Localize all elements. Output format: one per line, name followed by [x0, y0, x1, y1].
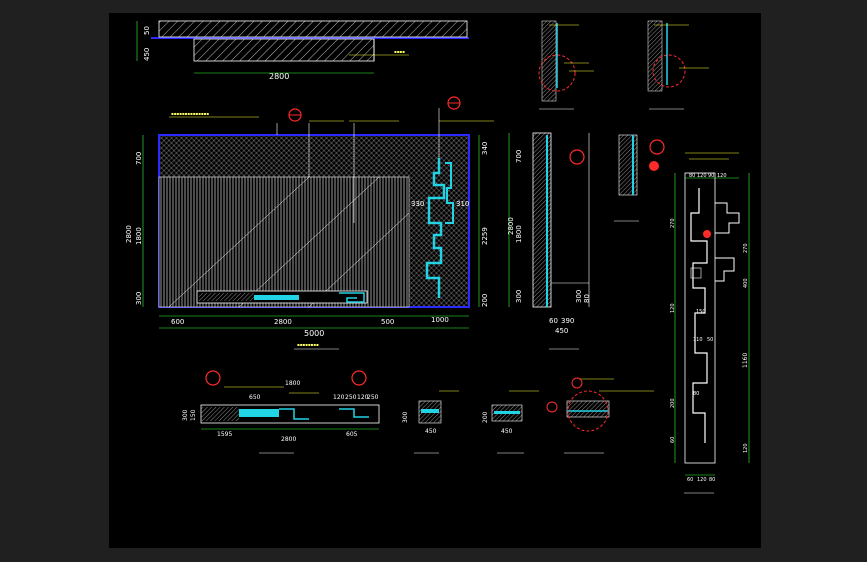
- cad-drawing: ▪▪▪▪ 2800 50 450: [125, 20, 750, 494]
- small-details: 450 300 450 200: [402, 377, 654, 454]
- top-plan-dim-450: 450: [143, 48, 151, 61]
- plan-top-dim-6: 250: [367, 394, 379, 401]
- tall-bottom-3: 80: [709, 477, 715, 483]
- top-plan-dim-50: 50: [143, 26, 151, 35]
- elev-bottom-total: 5000: [304, 329, 324, 338]
- plan-bottom-dim-3: 605: [346, 431, 358, 438]
- section-left-total: 2800: [507, 217, 515, 235]
- tall-bottom-2: 120: [697, 477, 707, 483]
- elev-left-total: 2800: [125, 225, 133, 243]
- svg-text:▪▪▪▪: ▪▪▪▪: [394, 49, 405, 54]
- side-section: 700 1800 300 2800 300 80 60 390 450: [507, 132, 591, 350]
- elev-dim-310: 310: [456, 200, 469, 208]
- elev-left-dim-3: 300: [135, 292, 143, 305]
- plan-top-dim-3: 120: [333, 394, 345, 401]
- section-bottom-total: 450: [555, 327, 568, 335]
- elev-bottom-dim-3: 500: [381, 318, 394, 326]
- tall-right-1: 270: [743, 243, 749, 253]
- plan-top-dim-5: 120: [357, 394, 369, 401]
- tall-top-dim-2: 120: [697, 173, 707, 179]
- elev-right-dim-2: 2259: [481, 227, 489, 245]
- plan-left-dim-2: 150: [190, 409, 197, 421]
- detail-1-dim: 450: [425, 428, 437, 435]
- tall-mid-3: 50: [707, 337, 713, 343]
- tall-left-1: 270: [670, 218, 676, 228]
- detail-1-left: 300: [402, 411, 409, 423]
- bottom-plan: 1595 2800 605 1800 650 120 250 120 250 3…: [182, 370, 380, 454]
- elev-left-dim-2: 1800: [135, 227, 143, 245]
- plan-top-dim-2: 650: [249, 394, 261, 401]
- tall-bottom-1: 60: [687, 477, 693, 483]
- top-plan-width: 2800: [269, 72, 289, 81]
- top-plan-view: ▪▪▪▪ 2800 50 450: [136, 20, 469, 81]
- plan-top-dim-1: 1800: [285, 380, 300, 387]
- section-right-dim-2: 80: [583, 294, 591, 303]
- tall-top-dim-1: 80: [689, 173, 695, 179]
- plan-bottom-dim-1: 1595: [217, 431, 232, 438]
- tall-detail: 80 120 90 120 270 120 200 60 1160 270 40…: [649, 152, 750, 494]
- tall-right-2: 400: [743, 278, 749, 288]
- svg-text:▪▪▪▪▪▪▪▪: ▪▪▪▪▪▪▪▪: [297, 342, 319, 347]
- plan-bottom-dim-2: 2800: [281, 436, 296, 443]
- elev-right-dim-1: 340: [481, 142, 489, 155]
- svg-text:▪▪▪▪▪▪▪▪▪▪▪▪▪▪: ▪▪▪▪▪▪▪▪▪▪▪▪▪▪: [171, 111, 209, 116]
- tall-right-total: 1160: [742, 353, 749, 368]
- section-bottom-b: 390: [561, 317, 574, 325]
- plan-top-dim-4: 250: [345, 394, 357, 401]
- main-elevation: ▪▪▪▪▪▪▪▪▪▪▪▪▪▪ 700 1800 300 2800 340 225…: [125, 96, 494, 350]
- elev-dim-330: 330: [411, 200, 424, 208]
- drawing-sheet: ▪▪▪▪ 2800 50 450: [109, 13, 761, 548]
- elev-right-dim-3: 200: [481, 294, 489, 307]
- tall-mid-1: 150: [696, 309, 706, 315]
- tall-left-2: 120: [670, 303, 676, 313]
- elev-bottom-dim-2: 2800: [274, 318, 292, 326]
- tall-top-dim-4: 120: [717, 173, 727, 179]
- section-left-dim-2: 1800: [515, 225, 523, 243]
- tall-left-4: 60: [670, 437, 676, 443]
- tall-left-3: 200: [670, 398, 676, 408]
- elev-bottom-dim-1: 600: [171, 318, 184, 326]
- tall-top-dim-3: 90: [708, 173, 714, 179]
- detail-2-left: 200: [482, 411, 489, 423]
- detail-2-dim: 450: [501, 428, 513, 435]
- elev-left-dim-1: 700: [135, 152, 143, 165]
- section-right-dim-1: 300: [575, 290, 583, 303]
- tall-right-3: 120: [743, 443, 749, 453]
- plan-left-dim-1: 300: [182, 409, 189, 421]
- section-left-dim-3: 300: [515, 290, 523, 303]
- tall-mid-4: 80: [693, 391, 699, 397]
- detail-callout-sections: [538, 20, 709, 222]
- section-left-dim-1: 700: [515, 150, 523, 163]
- section-bottom-a: 60: [549, 317, 558, 325]
- tall-mid-2: 110: [693, 337, 703, 343]
- elev-bottom-dim-4: 1000: [431, 316, 449, 324]
